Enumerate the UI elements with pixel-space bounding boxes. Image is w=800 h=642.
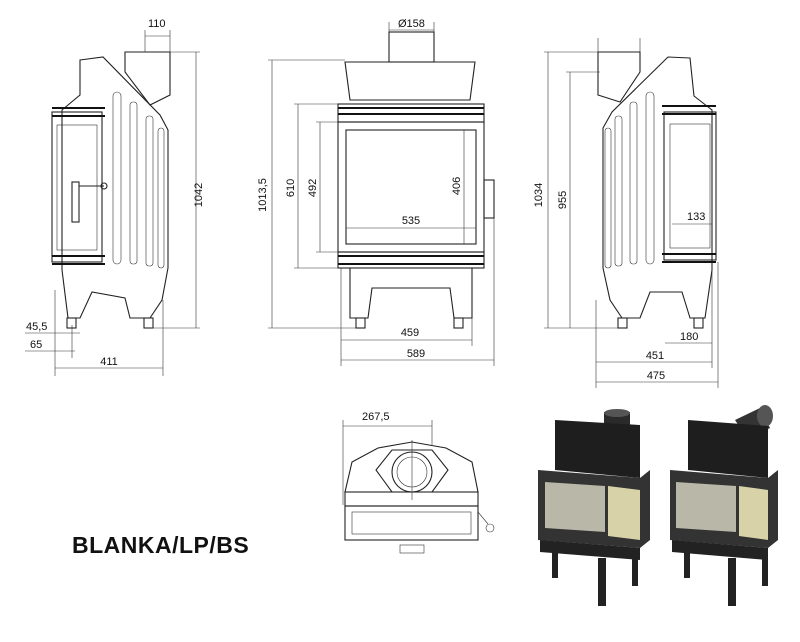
dim-right-height: 1034 [533, 183, 545, 207]
dim-left-depth: 411 [100, 356, 118, 368]
dim-front-total-width: 589 [407, 348, 425, 360]
top-view [342, 420, 495, 554]
dim-flue-axis-offset: 267,5 [362, 411, 390, 423]
left-side-view [25, 30, 200, 376]
dim-front-total-height: 1013,5 [257, 178, 269, 212]
dim-flue-height: 955 [557, 191, 569, 209]
dim-glass-width: 535 [402, 215, 420, 227]
dim-foot-inset: 45,5 [26, 321, 47, 333]
dim-foot-distance: 180 [680, 331, 698, 343]
dim-glass-frame-height: 610 [285, 179, 297, 197]
dim-right-depth-inner: 451 [646, 350, 664, 362]
front-view [268, 22, 495, 366]
dim-right-depth-total: 475 [647, 370, 665, 382]
dim-foot-offset: 65 [30, 339, 42, 351]
dim-flue-diameter: Ø158 [398, 18, 425, 30]
dim-glass-height: 492 [307, 179, 319, 197]
model-title: BLANKA/LP/BS [72, 532, 250, 558]
dim-base-width: 459 [401, 327, 419, 339]
dim-opening-height: 406 [451, 177, 463, 195]
fireplace-render-angled-flue [670, 405, 778, 606]
dim-left-height: 1042 [193, 183, 205, 207]
fireplace-render-straight-flue [538, 409, 650, 606]
dim-side-glass-width: 133 [687, 211, 705, 223]
right-side-view [544, 38, 719, 388]
dim-top-offset: 110 [148, 18, 166, 30]
